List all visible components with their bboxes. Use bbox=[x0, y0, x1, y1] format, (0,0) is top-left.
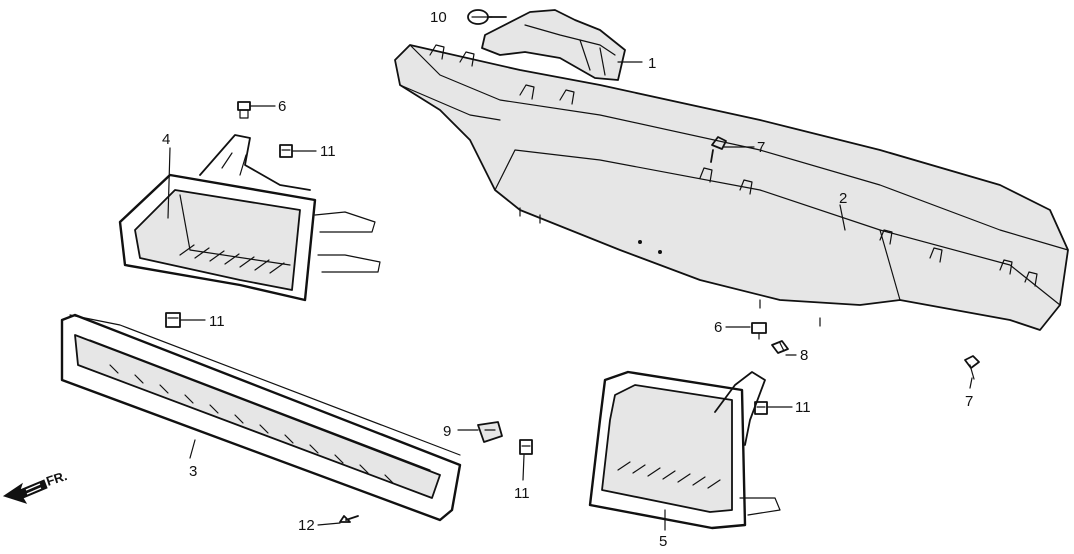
callout-6-right: 6 bbox=[714, 319, 722, 336]
callouts: 1 2 3 4 5 6 6 7 7 8 9 10 11 11 11 11 12 bbox=[162, 9, 973, 550]
part-5-right-bezel bbox=[588, 370, 781, 530]
callout-7-top: 7 bbox=[757, 139, 765, 156]
fastener-11-upper-left bbox=[279, 144, 293, 158]
screw-12 bbox=[339, 515, 359, 523]
callout-3: 3 bbox=[189, 463, 197, 480]
fastener-6-top-left bbox=[237, 101, 251, 119]
screw-7-top bbox=[710, 136, 727, 163]
part-4-left-bezel bbox=[118, 134, 381, 302]
callout-1: 1 bbox=[648, 55, 656, 72]
clip-9 bbox=[477, 421, 503, 443]
fastener-11-mid-left bbox=[165, 312, 181, 328]
part-1-bracket bbox=[481, 9, 626, 81]
leader-lines bbox=[167, 16, 973, 531]
part-2-upper-grille bbox=[394, 44, 1069, 331]
callout-11-right: 11 bbox=[795, 399, 811, 416]
callout-7-right: 7 bbox=[965, 393, 973, 410]
callout-11-lower: 11 bbox=[514, 485, 530, 502]
callout-11-mid-left: 11 bbox=[209, 313, 225, 330]
screw-7-right bbox=[964, 355, 980, 380]
callout-10: 10 bbox=[430, 9, 447, 26]
callout-12: 12 bbox=[298, 517, 315, 534]
front-arrow: FR. bbox=[2, 468, 69, 504]
callout-11-upper-left: 11 bbox=[320, 143, 336, 160]
callout-2: 2 bbox=[839, 190, 847, 207]
callout-5: 5 bbox=[659, 533, 667, 550]
callout-6-top: 6 bbox=[278, 98, 286, 115]
screw-8 bbox=[771, 340, 789, 354]
callout-8: 8 bbox=[800, 347, 808, 364]
callout-4: 4 bbox=[162, 131, 170, 148]
fastener-11-right bbox=[754, 401, 768, 415]
fastener-11-lower bbox=[519, 439, 533, 455]
front-label: FR. bbox=[44, 468, 69, 489]
part-3-lower-grille bbox=[60, 313, 462, 522]
callout-9: 9 bbox=[443, 423, 451, 440]
fastener-6-right bbox=[751, 322, 767, 340]
